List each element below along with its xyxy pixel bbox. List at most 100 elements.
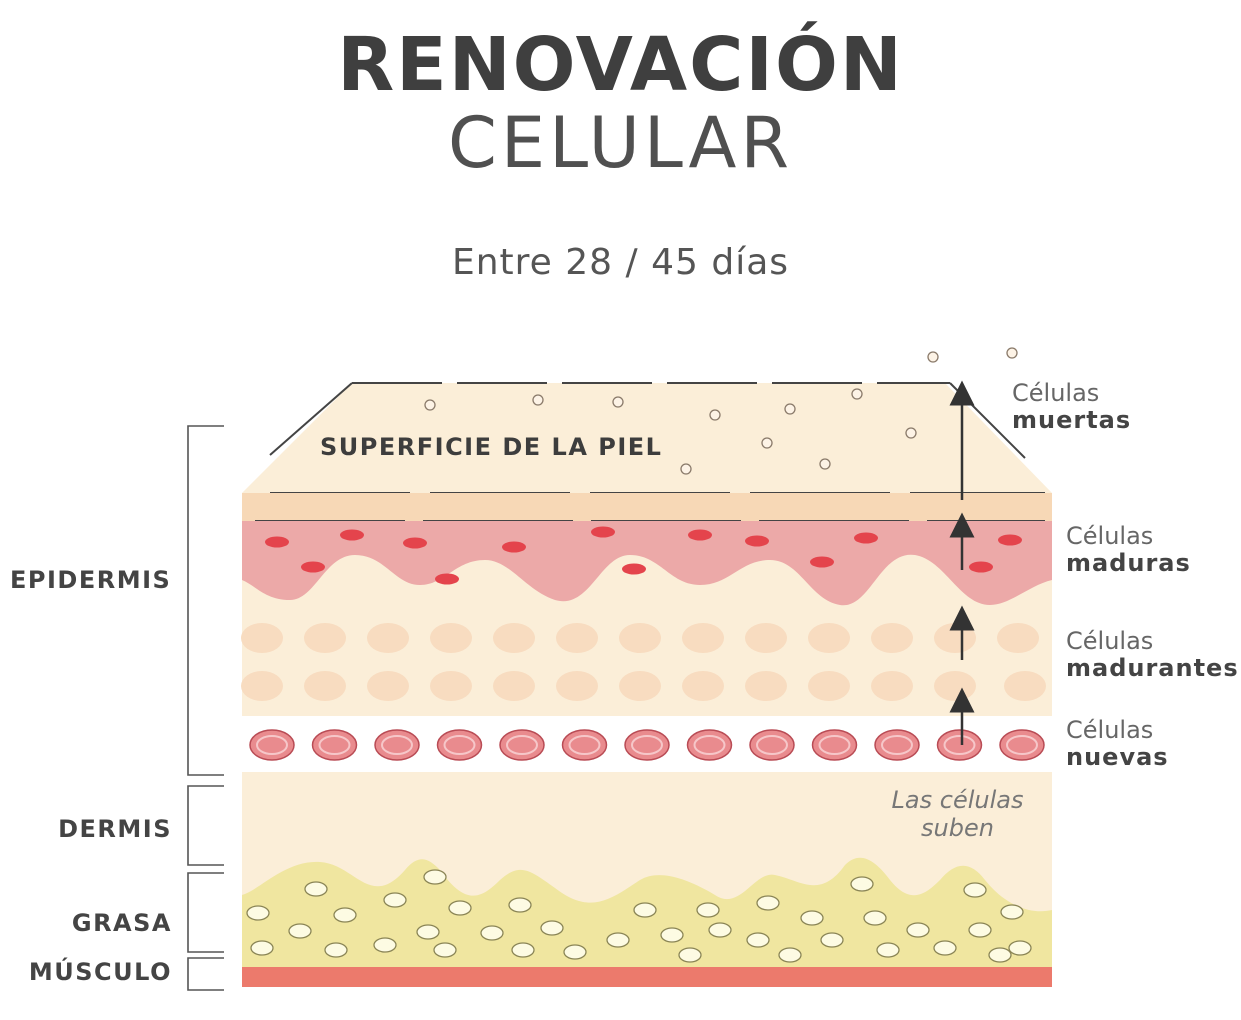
mature-cell (265, 536, 289, 548)
fat-cell (820, 932, 844, 948)
fat-cell (746, 932, 770, 948)
new-cell (999, 729, 1045, 761)
label-maturing-cells-line1: Células (1066, 627, 1154, 655)
mature-cell (810, 556, 834, 568)
fat-cell (433, 942, 457, 958)
surface-label: SUPERFICIE DE LA PIEL (320, 433, 663, 461)
new-cell (436, 729, 483, 761)
mature-cell (301, 561, 325, 573)
fat-cell (876, 942, 900, 958)
fat-cell (633, 902, 657, 918)
new-cell-highlight (818, 735, 851, 755)
fat-cell (383, 892, 407, 908)
bracket-icon (187, 425, 224, 991)
fat-cell (416, 924, 440, 940)
maturing-cell (304, 623, 346, 653)
mature-cell (502, 541, 526, 553)
fat-cell (988, 947, 1012, 963)
surface-band (242, 493, 1052, 521)
mature-cell (969, 561, 993, 573)
maturing-cell (241, 671, 283, 701)
fat-cell (511, 942, 535, 958)
musculo-label: MÚSCULO (28, 958, 172, 986)
dead-cell (709, 409, 721, 421)
mature-cells (265, 526, 1022, 585)
maturing-cell (808, 671, 850, 701)
new-cell-highlight (443, 735, 476, 755)
new-cell-highlight (256, 735, 288, 755)
new-cell (561, 729, 608, 761)
fat-cell (1008, 940, 1032, 956)
fat-cell (250, 940, 274, 956)
new-cell (374, 729, 420, 761)
fat-cell (933, 940, 957, 956)
fat-cell (288, 923, 312, 939)
mature-cell (998, 534, 1022, 546)
maturing-cell (745, 671, 787, 701)
maturing-cell (934, 623, 976, 653)
maturing-cell (556, 671, 598, 701)
fat-cell (863, 910, 887, 926)
dead-cell (424, 399, 436, 411)
label-maturing-cells-line2: madurantes (1066, 654, 1239, 682)
mature-cell (688, 529, 712, 541)
fat-cell (1000, 904, 1024, 920)
grasa-label: GRASA (71, 909, 172, 937)
new-cell (874, 729, 920, 761)
label-mature-cells-line1: Células (1066, 522, 1154, 550)
label-mature-cells-line2: maduras (1066, 549, 1191, 577)
mature-cell (340, 529, 364, 541)
maturing-cell (934, 671, 976, 701)
maturing-cell (682, 623, 724, 653)
maturing-cell (493, 623, 535, 653)
maturing-cell (367, 623, 409, 653)
fat-cell (448, 900, 472, 916)
mature-cell (435, 573, 459, 585)
new-cell (749, 729, 795, 761)
dead-cell (532, 394, 544, 406)
mature-layer (242, 521, 1052, 606)
fat-cell (508, 897, 532, 913)
dead-cell (761, 437, 773, 449)
fat-cell (304, 881, 328, 897)
new-cell-highlight (756, 735, 788, 755)
fat-cell (423, 869, 447, 885)
fat-cell (660, 927, 684, 943)
fat-cell (800, 910, 824, 926)
maturing-cell (745, 623, 787, 653)
maturing-cell (1004, 671, 1046, 701)
new-cell-highlight (943, 735, 976, 755)
new-cell (686, 729, 733, 761)
dead-cell (1006, 347, 1018, 359)
maturing-cell (430, 623, 472, 653)
maturing-cell (997, 623, 1039, 653)
fat-cell (850, 876, 874, 892)
muscle-layer (242, 967, 1052, 987)
mature-cell (622, 563, 646, 575)
dead-cell (680, 463, 692, 475)
maturing-cells (241, 623, 1046, 701)
label-dead-cells-line1: Células (1012, 379, 1100, 407)
title-line-2: CELULAR (448, 102, 793, 184)
fat-cell (540, 920, 564, 936)
new-cell (811, 729, 858, 761)
new-cell-highlight (381, 735, 413, 755)
maturing-cell (619, 623, 661, 653)
fat-cell (968, 922, 992, 938)
mature-cell (745, 535, 769, 547)
new-cell (624, 729, 670, 761)
maturing-cell (619, 671, 661, 701)
maturing-cell (493, 671, 535, 701)
label-maturing-cells: Células madurantes (1066, 628, 1239, 682)
dead-cell (784, 403, 796, 415)
fat-cell (906, 922, 930, 938)
dead-cell (819, 458, 831, 470)
new-cell (499, 729, 545, 761)
maturing-cell (682, 671, 724, 701)
dead-cells (424, 347, 1018, 475)
label-mature-cells: Células maduras (1066, 523, 1191, 577)
label-dead-cells: Células muertas (1012, 380, 1131, 434)
new-cell-highlight (881, 735, 913, 755)
